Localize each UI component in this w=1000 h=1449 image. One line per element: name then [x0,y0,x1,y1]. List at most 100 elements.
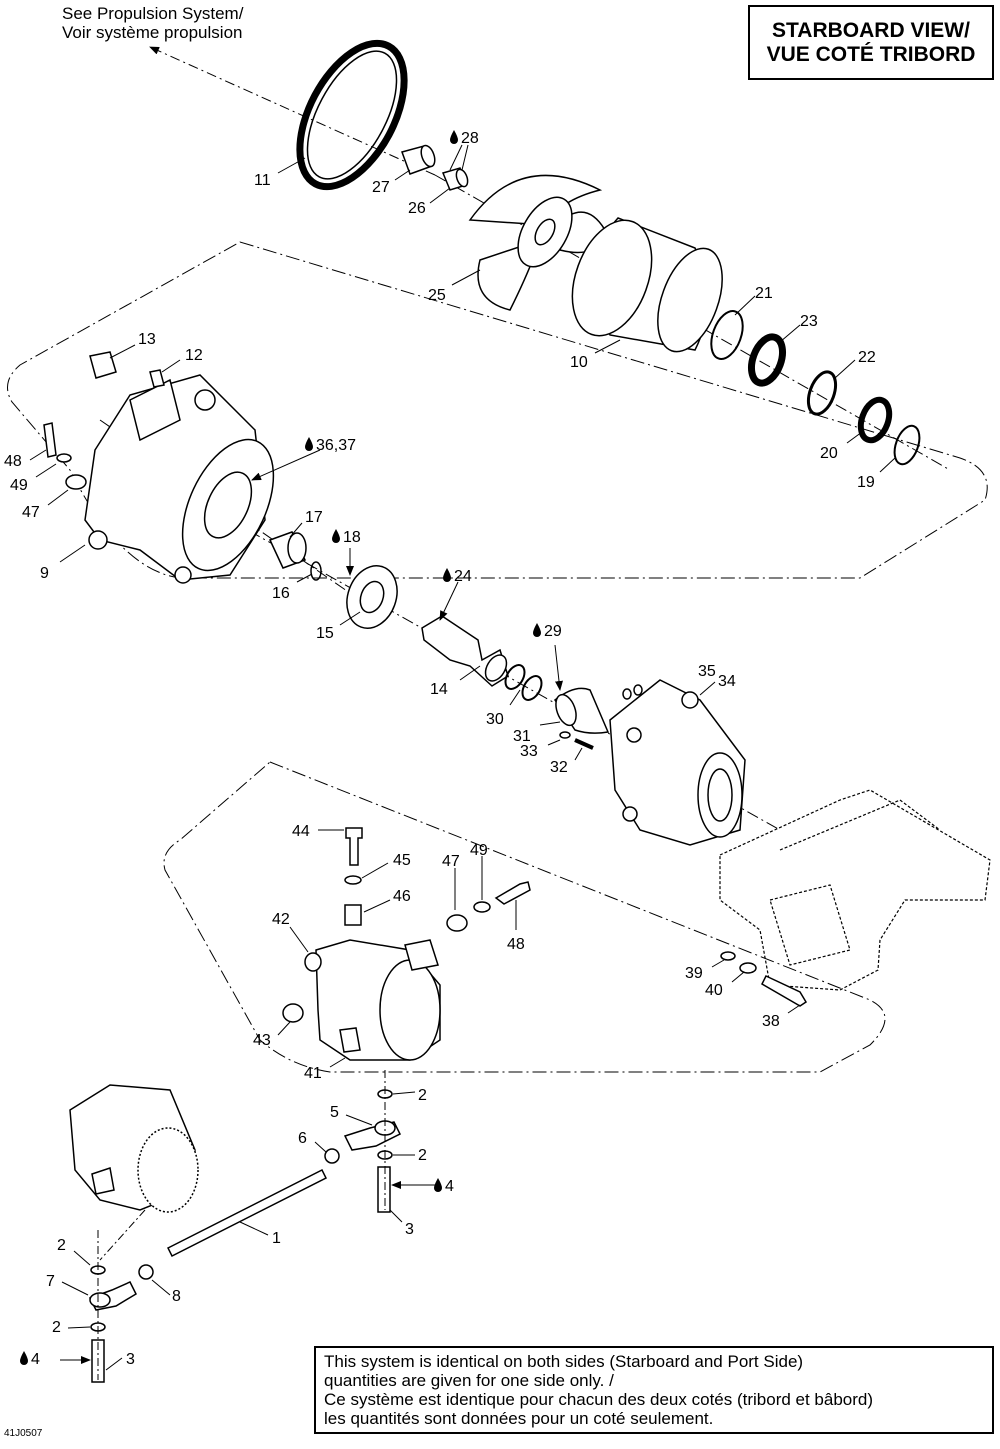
bracket-fasteners [720,951,808,1007]
impeller-part [468,174,606,311]
callout-label: 3 [405,1221,414,1238]
callout-label: 2 [418,1087,427,1104]
callout-label: 28 [461,130,479,147]
venturi-nozzle [609,679,746,846]
shaft-o-rings [504,664,543,701]
callout-label: 1 [272,1230,281,1247]
callout-label: 31 [513,728,531,745]
jet-pump-housing [84,374,275,584]
callout-label: 40 [705,982,723,999]
callout-label: 20 [820,445,838,462]
callout-label: 15 [316,625,334,642]
callout-label: 4 [31,1351,40,1368]
callout-label: 43 [253,1032,271,1049]
view-title-line-1: STARBOARD VIEW/ [772,19,970,42]
venturi-cone [553,687,610,734]
callout-label: 44 [292,823,310,840]
callout-label: 11 [254,172,271,189]
note-line-1: This system is identical on both sides (… [324,1352,804,1371]
callout-label: 29 [544,623,562,640]
callout-label: 48 [4,453,22,470]
propulsion-reference-arrow [149,46,436,176]
callout-label: 22 [858,349,876,366]
callout-label: 14 [430,681,448,698]
lubricant-drop-icon [305,437,313,451]
callout-label: 16 [272,585,290,602]
callout-label: 48 [507,936,525,953]
lubricant-drop-icon [443,568,451,582]
seals-and-rings [710,310,921,466]
callout-label: 10 [570,354,588,371]
linkage-center-lines [97,1070,386,1380]
callout-label: 9 [40,565,49,582]
callout-label: 45 [393,852,411,869]
lubricant-drop-icon [434,1178,442,1192]
lubricant-drop-icon [20,1351,28,1365]
callout-label: 32 [550,759,568,776]
callout-label: 41 [304,1065,322,1082]
callout-label: 42 [272,911,290,928]
assembly-group-outlines [7,241,988,1073]
housing-fasteners [43,351,165,490]
steering-nozzle [315,939,441,1061]
callout-label: 18 [343,529,361,546]
callout-label: 26 [408,200,426,217]
steering-nozzle-fasteners [282,827,531,1023]
impeller-shaft [421,615,509,687]
identical-sides-note: This system is identical on both sides (… [314,1346,994,1434]
callout-label: 38 [762,1013,780,1030]
callout-label: 27 [372,179,390,196]
lubricant-drop-icon [332,529,340,543]
port-side-nozzle [69,1084,199,1213]
callout-label: 2 [418,1147,427,1164]
callout-label: 21 [755,285,773,302]
view-title-box: STARBOARD VIEW/ VUE COTÉ TRIBORD [748,5,994,80]
lubricant-drop-icon [450,130,458,144]
callout-label: 13 [138,331,156,348]
callout-label: 30 [486,711,504,728]
callout-label: 17 [305,509,323,526]
callout-label: 4 [445,1178,454,1195]
callout-label: 33 [520,743,538,760]
callout-leader-lines [29,144,896,1371]
callout-label: 8 [172,1288,181,1305]
callout-label: 5 [330,1104,339,1121]
callout-label: 47 [442,853,460,870]
callout-label: 49 [470,842,488,859]
callout-label: 6 [298,1130,307,1147]
reference-line-2: Voir système propulsion [62,23,243,42]
callout-label: 12 [185,347,203,364]
callout-label: 25 [428,287,446,304]
reference-line-1: See Propulsion System/ [62,4,244,23]
callout-label: 3 [126,1351,135,1368]
callout-label: 7 [46,1273,55,1290]
note-line-2: quantities are given for one side only. … [324,1371,614,1390]
bearing-parts [268,531,398,629]
callout-label: 49 [10,477,28,494]
wear-ring-part [296,39,408,191]
impeller-housing-liner [571,217,723,353]
sleeve-parts [401,144,469,191]
callout-labels: 11 27 28 26 25 21 23 10 22 20 19 13 12 3… [4,130,876,1368]
note-line-3: Ce système est identique pour chacun des… [324,1390,874,1409]
ride-plate-bracket [719,789,991,991]
callout-label: 2 [52,1319,61,1336]
callout-label: 46 [393,888,411,905]
callout-label: 47 [22,504,40,521]
callout-label: 19 [857,474,875,491]
upper-group-outline [7,241,988,579]
view-title-line-2: VUE COTÉ TRIBORD [766,43,976,66]
propulsion-reference-note: See Propulsion System/ Voir système prop… [62,4,243,42]
note-line-4: les quantités sont données pour un coté … [324,1409,714,1428]
callout-label: 36,37 [316,437,356,454]
steering-linkage [88,1089,402,1383]
lubricant-drop-icon [533,623,541,637]
callout-label: 35 [698,663,716,680]
nozzle-fasteners [559,684,643,750]
callout-label: 24 [454,568,472,585]
callout-label: 34 [718,673,736,690]
callout-label: 39 [685,965,703,982]
lower-group-outline [163,761,886,1073]
callout-label: 23 [800,313,818,330]
